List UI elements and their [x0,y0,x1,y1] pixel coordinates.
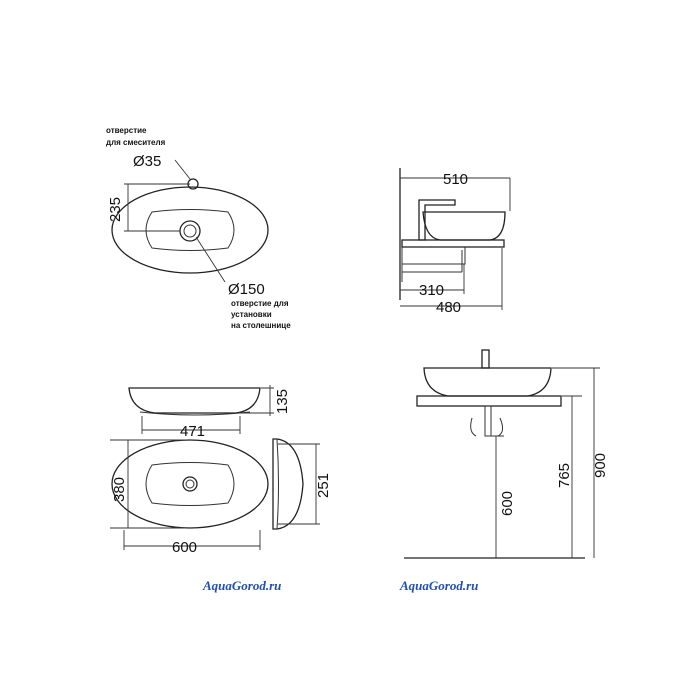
basin-side [422,211,506,241]
front-view: 135 471 [128,385,291,440]
mixer-hole-diameter: Ø35 [133,153,161,170]
basin-front [128,387,261,414]
mount-hole-leader [195,236,226,283]
plan-drain-outer [182,476,198,492]
mixer-hole-note-line1: отверстие [106,126,147,135]
watermark-left: AquaGorod.ru [202,578,281,593]
basin-plan-bowl [145,462,235,506]
dim-135-line [240,385,274,416]
dim-510-label: 510 [443,171,468,188]
countertop [401,239,505,248]
dim-510-line [400,177,511,211]
mixer-hole-leader [174,159,191,180]
basin-end-inner [276,438,279,530]
plan-view: 380 600 [110,439,269,556]
install-fasteners [470,417,504,437]
dim-471-label: 471 [180,423,205,440]
mount-hole-note-line1: отверстие для [231,299,289,308]
dim-600-install-line [488,435,504,558]
dim-310-line [400,264,465,294]
drain-inner [183,224,197,238]
bracket [401,247,466,282]
basin-front-base [139,411,251,416]
mount-hole-diameter: Ø150 [228,281,265,298]
basin-outline [111,186,269,274]
dim-380-line [110,439,186,529]
plan-drain-inner [185,479,195,489]
dim-600-label: 600 [172,539,197,556]
mount-hole-note-line3: на столешнице [231,321,291,330]
dim-471-line [141,416,241,434]
dim-380-label: 380 [111,477,128,502]
dim-235-label: 235 [107,197,124,222]
dim-900-label: 900 [592,453,609,478]
dim-251-label: 251 [315,473,332,498]
mixer-hole-note-line2: для смесителя [106,138,166,147]
dim-765-label: 765 [556,463,573,488]
dim-600-line [123,530,261,550]
top-view: отверстие для смесителя Ø35 235 Ø150 отв… [106,126,291,330]
dim-765-line [562,395,582,558]
dim-480-line [400,248,503,310]
end-view: 251 [272,438,332,530]
dim-251-line [278,443,320,525]
dim-600-install-label: 600 [499,491,516,516]
install-drain [484,405,492,437]
mount-hole-note-line2: установки [231,310,272,319]
install-basin [423,367,552,397]
installation-view: 600 765 900 [404,349,609,559]
faucet-pipe [481,349,490,369]
basin-end-profile [272,438,304,530]
dim-480-label: 480 [436,299,461,316]
dim-310-label: 310 [419,282,444,299]
basin-plan-outline [111,439,269,529]
watermark-right: AquaGorod.ru [399,578,478,593]
side-view-top-right: 510 310 480 [399,168,511,316]
basin-inner-bowl [145,209,235,251]
install-countertop [416,395,562,407]
dim-135-label: 135 [274,389,291,414]
dim-900-line [552,367,600,558]
